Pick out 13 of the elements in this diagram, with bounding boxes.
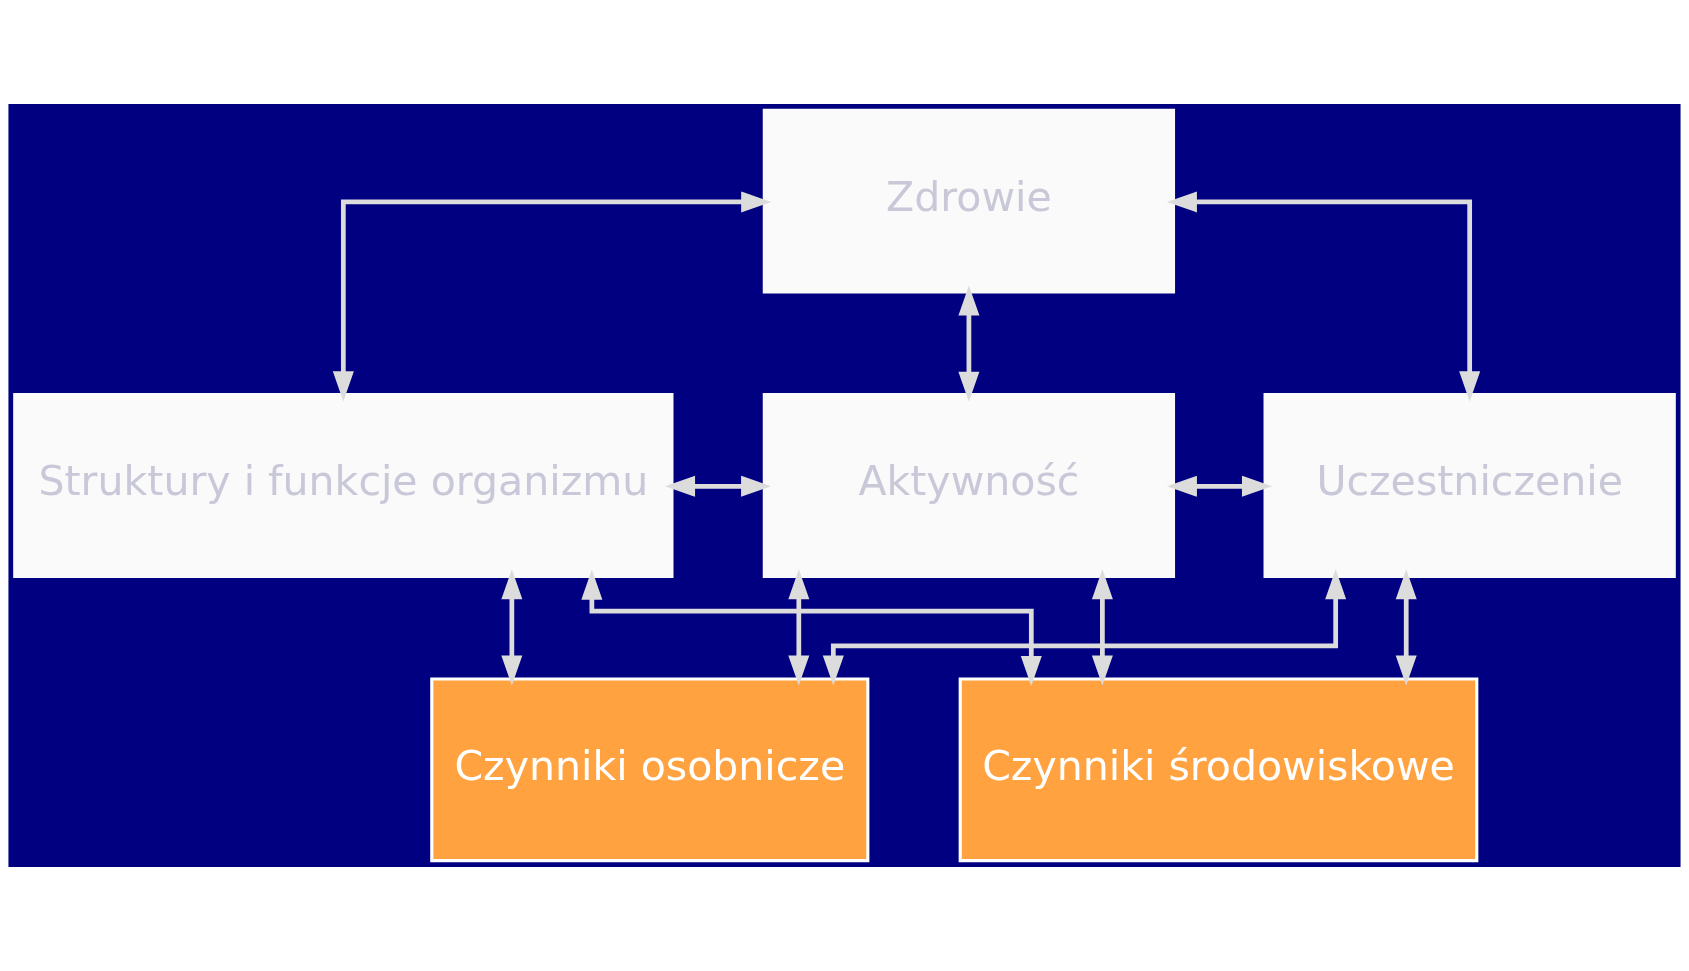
node-box: Czynniki środowiskowe bbox=[958, 677, 1479, 863]
arrow bbox=[664, 475, 772, 497]
arrow bbox=[958, 285, 980, 402]
arrow bbox=[822, 569, 1347, 686]
arrow bbox=[1091, 569, 1113, 686]
arrow bbox=[1395, 569, 1417, 686]
arrow bbox=[501, 569, 523, 686]
arrow bbox=[1166, 475, 1273, 497]
arrow bbox=[1166, 191, 1481, 402]
arrow bbox=[332, 191, 772, 402]
node-box: Czynniki osobnicze bbox=[430, 677, 870, 863]
arrow bbox=[788, 569, 810, 686]
arrow bbox=[581, 569, 1042, 687]
